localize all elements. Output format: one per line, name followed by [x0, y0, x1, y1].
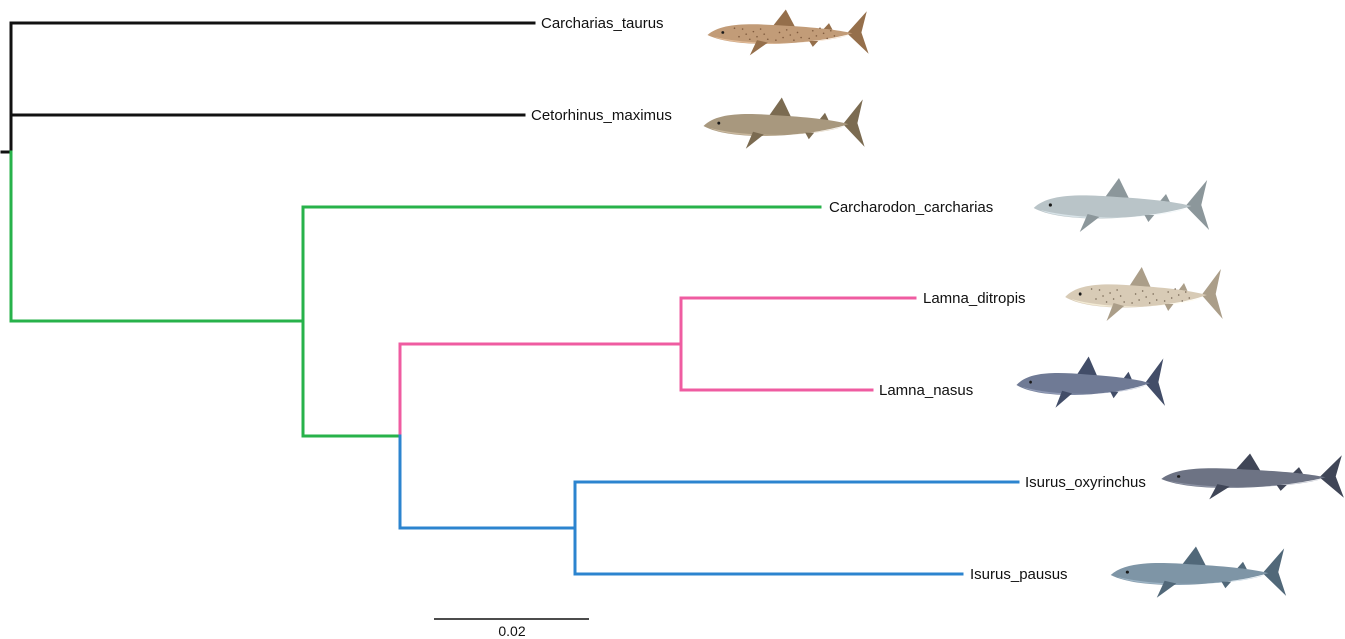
scale-bar-label: 0.02: [498, 623, 525, 639]
longfin-mako-shark-icon: [1111, 547, 1286, 598]
shark-spot: [797, 32, 799, 34]
shark-spot: [760, 28, 762, 30]
shark-spot: [1091, 288, 1093, 290]
shark-eye: [1126, 571, 1129, 574]
salmon-shark-icon: [1065, 267, 1223, 321]
shark-spot: [1152, 293, 1154, 295]
tip-label-lamna-ditropis: Lamna_ditropis: [923, 290, 1026, 307]
shark-spot: [1171, 297, 1173, 299]
shark-dorsal-fin: [1105, 178, 1129, 198]
shark-spot: [1156, 299, 1158, 301]
shark-spot: [1178, 294, 1180, 296]
shark-dorsal-fin: [1077, 357, 1097, 376]
shark-spot: [775, 39, 777, 41]
shark-spot: [834, 35, 836, 37]
shark-spot: [1099, 289, 1101, 291]
tip-label-carcharias-taurus: Carcharias_taurus: [541, 15, 664, 32]
shark-spot: [1174, 288, 1176, 290]
shark-tail: [1186, 180, 1210, 230]
shark-spot: [1164, 300, 1166, 302]
basking-shark-icon: [704, 98, 865, 149]
tip-label-isurus-oxyrinchus: Isurus_oxyrinchus: [1025, 474, 1146, 491]
shark-dorsal-fin: [1129, 267, 1150, 287]
shark-spot: [1120, 295, 1122, 297]
shark-spot: [816, 35, 818, 37]
shark-spot: [738, 36, 740, 38]
shark-dorsal-fin: [769, 98, 791, 117]
shark-spot: [1116, 289, 1118, 291]
shark-spot: [786, 29, 788, 31]
shark-pelvic-fin: [1165, 304, 1174, 311]
shark-tail: [847, 11, 869, 54]
shark-tail: [1263, 548, 1287, 596]
shark-dorsal-fin: [1236, 454, 1260, 471]
shark-spot: [800, 37, 802, 39]
shark-spot: [1138, 299, 1140, 301]
shark-spot: [1106, 301, 1108, 303]
shark-tail: [1145, 358, 1165, 406]
shark-pelvic-fin: [1221, 582, 1231, 589]
porbeagle-shark-icon: [1016, 357, 1165, 408]
shark-spot: [812, 30, 814, 32]
shark-dorsal-fin: [1182, 547, 1206, 566]
shark-spot: [753, 31, 755, 33]
shark-spot: [823, 33, 825, 35]
shortfin-mako-shark-icon: [1161, 454, 1344, 500]
great-white-shark-icon: [1034, 178, 1209, 232]
shark-spot: [782, 37, 784, 39]
shark-eye: [1079, 292, 1082, 295]
shark-pelvic-fin: [1277, 485, 1287, 491]
shark-spot: [763, 33, 765, 35]
shark-spot: [1102, 295, 1104, 297]
shark-spot: [745, 33, 747, 35]
shark-eye: [1177, 475, 1180, 478]
shark-spot: [1113, 298, 1115, 300]
shark-pelvic-fin: [805, 133, 814, 140]
shark-spot: [1123, 301, 1125, 303]
shark-spot: [734, 27, 736, 29]
shark-spot: [1095, 298, 1097, 300]
shark-pelvic-fin: [1110, 392, 1118, 399]
shark-dorsal-fin: [773, 9, 795, 26]
shark-tail: [1319, 455, 1343, 498]
shark-spot: [756, 36, 758, 38]
shark-spot: [826, 38, 828, 40]
shark-spot: [1185, 291, 1187, 293]
shark-spot: [742, 28, 744, 30]
shark-tail: [1202, 269, 1223, 319]
shark-pelvic-fin: [809, 41, 818, 47]
shark-spot: [1145, 296, 1147, 298]
tip-label-lamna-nasus: Lamna_nasus: [879, 382, 973, 399]
shark-spot: [1188, 297, 1190, 299]
shark-spot: [819, 27, 821, 29]
shark-spot: [1135, 293, 1137, 295]
shark-pelvic-fin: [1144, 215, 1154, 222]
lamnidae-stem-branch: [11, 152, 303, 321]
shark-spot: [793, 39, 795, 41]
sand-tiger-shark-icon: [708, 9, 869, 55]
tip-label-isurus-pausus: Isurus_pausus: [970, 566, 1068, 583]
tip-label-carcharodon-carcharias: Carcharodon_carcharias: [829, 199, 993, 216]
shark-spot: [1149, 302, 1151, 304]
shark-eye: [1029, 381, 1032, 384]
shark-eye: [717, 122, 720, 125]
shark-spot: [789, 34, 791, 36]
shark-spot: [1181, 300, 1183, 302]
shark-spot: [779, 32, 781, 34]
shark-eye: [721, 31, 724, 34]
shark-tail: [843, 99, 865, 146]
shark-spot: [1109, 292, 1111, 294]
shark-spot: [1167, 291, 1169, 293]
shark-spot: [749, 38, 751, 40]
shark-spot: [767, 38, 769, 40]
shark-spot: [808, 38, 810, 40]
shark-spot: [1131, 302, 1133, 304]
shark-spot: [1142, 290, 1144, 292]
tip-label-cetorhinus-maximus: Cetorhinus_maximus: [531, 107, 672, 124]
shark-spot: [830, 30, 832, 32]
shark-eye: [1049, 203, 1052, 206]
